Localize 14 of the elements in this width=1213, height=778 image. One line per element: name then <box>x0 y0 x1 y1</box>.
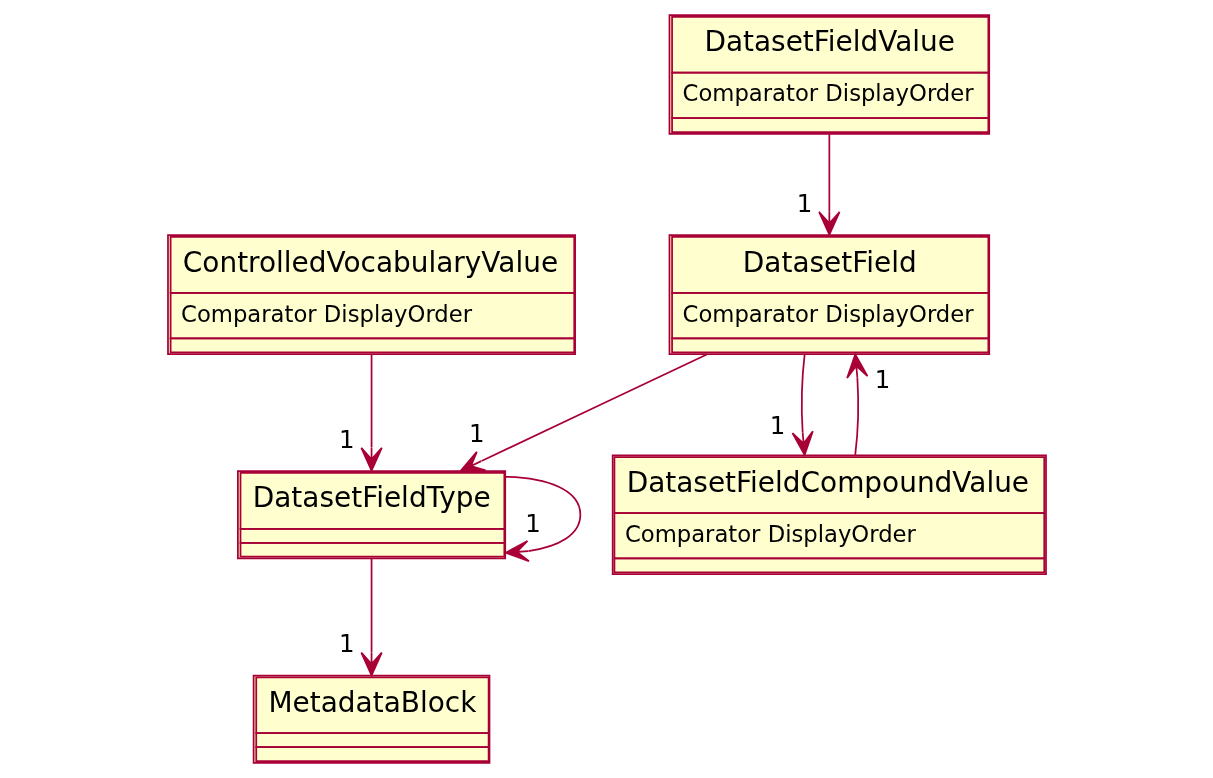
edge-label: 1 <box>338 424 355 454</box>
edge-label: 1 <box>468 419 484 449</box>
arrow <box>845 353 868 456</box>
edge-label: 1 <box>874 364 890 394</box>
arrow <box>359 353 383 472</box>
arrow <box>459 353 708 472</box>
arrow <box>817 133 840 236</box>
arrow <box>504 475 581 563</box>
arrow <box>791 353 814 456</box>
arrow <box>359 557 383 677</box>
edge-label: 1 <box>524 509 541 539</box>
edge-label: 1 <box>796 188 812 218</box>
edge-label: 1 <box>338 629 355 659</box>
edge-label: 1 <box>769 411 785 441</box>
